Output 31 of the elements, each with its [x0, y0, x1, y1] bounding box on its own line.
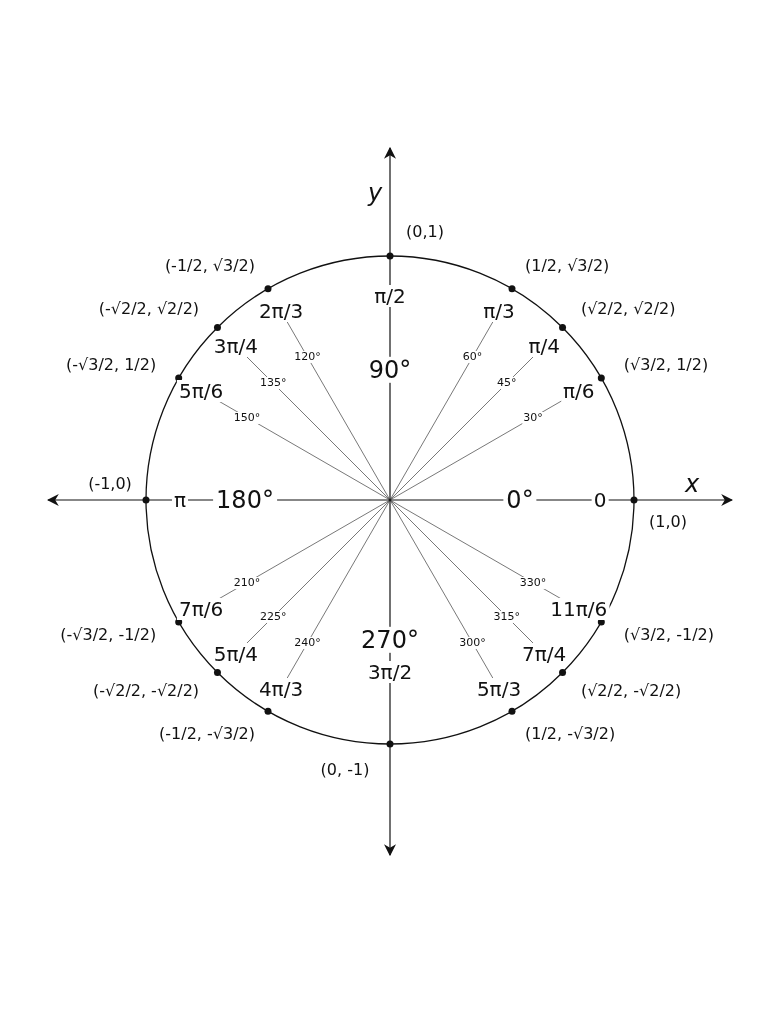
degree-label: 135° — [259, 377, 288, 390]
coordinate-label: (-1/2, √3/2) — [164, 257, 255, 275]
degree-label: 330° — [518, 576, 548, 589]
degree-label: 120° — [293, 351, 322, 364]
coordinate-label: (1/2, -√3/2) — [525, 725, 616, 743]
axis-label: y — [367, 179, 383, 207]
coordinate-label: (√3/2, 1/2) — [623, 356, 709, 374]
coordinate-label: (0, -1) — [320, 761, 370, 779]
degree-label: 210° — [232, 576, 262, 589]
degree-label: 45° — [495, 377, 518, 390]
coordinate-label: (-1/2, -√3/2) — [159, 725, 255, 743]
degree-label: 150° — [232, 411, 262, 424]
coordinate-label: (-√3/2, -1/2) — [60, 626, 157, 644]
coordinate-label: (-√2/2, √2/2) — [98, 300, 200, 318]
radian-label: 7π/4 — [520, 643, 569, 666]
coordinate-label: (1/2, √3/2) — [525, 257, 610, 275]
coordinate-label: (-√2/2, -√2/2) — [93, 682, 200, 700]
degree-label: 300° — [458, 636, 487, 649]
degree-label: 225° — [259, 610, 288, 623]
degree-label: 315° — [492, 610, 521, 623]
degree-label: 30° — [522, 411, 544, 424]
coordinate-label: (-√3/2, 1/2) — [66, 356, 157, 374]
coordinate-label: (0,1) — [406, 223, 444, 241]
coordinate-label: (-1,0) — [88, 475, 132, 493]
degree-label: 60° — [461, 351, 484, 364]
degree-label: 240° — [293, 636, 322, 649]
axis-label: x — [684, 470, 700, 498]
coordinate-label: (√2/2, -√2/2) — [580, 682, 682, 700]
coordinate-label: (√3/2, -1/2) — [623, 626, 714, 644]
coordinate-label: (1,0) — [649, 513, 687, 531]
coordinate-label: (√2/2, √2/2) — [580, 300, 676, 318]
